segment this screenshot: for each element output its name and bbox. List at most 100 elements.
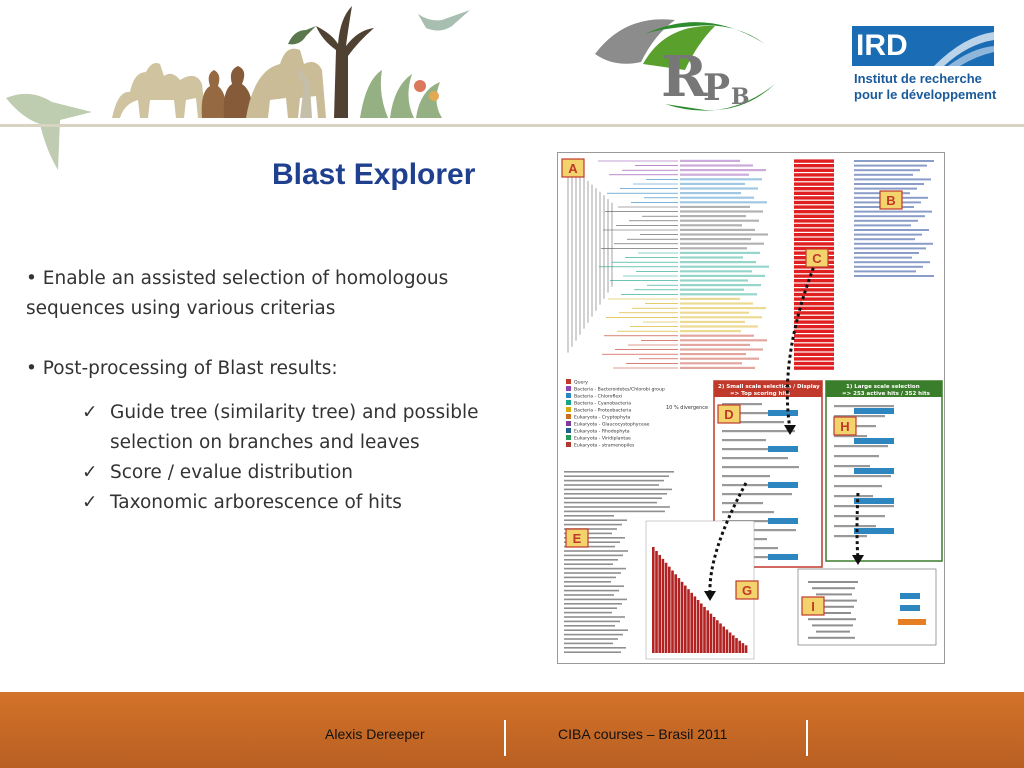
alignment-line [564, 471, 674, 473]
ird-line-1: Institut de recherche [854, 71, 982, 86]
tree-leaf-labels [680, 159, 769, 369]
leaf-label-mark [680, 228, 755, 231]
ird-swoosh-icon [934, 32, 994, 66]
legend-swatch [566, 379, 571, 384]
leaf-label-mark [680, 284, 761, 287]
score-bar [794, 173, 834, 177]
histogram-bar [674, 574, 677, 653]
legend-swatch [566, 386, 571, 391]
leaf-label-mark [680, 169, 766, 172]
hummingbird-icon [6, 93, 92, 170]
panel-label: G [742, 583, 752, 598]
small-scale-subtitle: => Top scoring hits [730, 391, 791, 397]
score-bar [794, 320, 834, 324]
description-mark [854, 247, 926, 250]
score-bar [794, 315, 834, 320]
histogram-bar [744, 645, 748, 653]
footer-separator [504, 720, 506, 756]
histogram-bar [652, 547, 655, 653]
histogram-bar [719, 623, 722, 653]
decorative-banner [6, 6, 470, 170]
score-bar [794, 182, 834, 186]
taxonomy-line [808, 599, 857, 602]
rpb-letter-p: P [703, 67, 730, 109]
large-scale-panel: 1) Large scale selection => 253 active h… [825, 380, 943, 562]
panel-button-mark [768, 518, 798, 524]
legend-swatch [566, 400, 571, 405]
leaf-label-mark [680, 164, 753, 167]
alignment-line [564, 510, 665, 513]
description-mark [854, 187, 917, 190]
histogram-bar [687, 589, 690, 653]
alignment-line [564, 576, 616, 579]
description-mark [854, 164, 927, 167]
alignment-line [564, 519, 627, 521]
taxonomy-line [812, 605, 854, 608]
legend-swatch [566, 442, 571, 447]
panel-label: E [573, 531, 582, 546]
description-mark [854, 265, 923, 268]
leaf-label-mark [680, 330, 741, 333]
panel-label: D [724, 407, 733, 422]
taxonomy-line [808, 636, 855, 639]
histogram-bar [690, 592, 693, 653]
panel-label-box [735, 580, 759, 600]
bird-icon [288, 26, 316, 45]
histogram-bar [658, 554, 661, 653]
leaf-label-mark [680, 265, 769, 268]
legend-swatch [566, 393, 571, 398]
alignment-line [564, 554, 623, 557]
leaf-label-mark [680, 205, 750, 208]
small-scale-title: 2) Small scale selection / Display [718, 384, 820, 390]
sub-bullet: ✓Taxonomic arborescence of hits [82, 488, 536, 518]
alignment-line [564, 633, 623, 636]
alignment-line [564, 528, 617, 530]
alignment-line [564, 647, 626, 649]
score-bar [794, 177, 834, 182]
panel-text-mark [722, 556, 789, 559]
footer-course: CIBA courses – Brasil 2011 [558, 726, 728, 742]
slide-body: • Enable an assisted selection of homolo… [26, 264, 536, 518]
panel-button-mark [854, 408, 894, 414]
leaf-label-mark [680, 339, 767, 342]
score-bar [794, 334, 834, 338]
leaf-label-mark [680, 178, 762, 181]
description-mark [854, 238, 915, 241]
panel-text-mark [834, 465, 870, 468]
histogram-bar [655, 550, 658, 653]
camel-icon [112, 63, 206, 118]
panel-text-mark [722, 511, 774, 514]
leaf-label-mark [680, 311, 749, 314]
check-icon: ✓ [82, 402, 98, 423]
score-bar [794, 348, 834, 352]
histogram-bar [693, 596, 697, 653]
large-scale-title: 1) Large scale selection [846, 384, 920, 390]
alignment-line [564, 493, 667, 495]
panel-label: I [811, 599, 815, 614]
score-bar [794, 242, 834, 246]
alignment-line [564, 603, 622, 605]
description-mark [854, 178, 931, 181]
panel-text-mark [834, 495, 873, 498]
leaf-label-mark [680, 288, 744, 291]
score-bar [794, 187, 834, 191]
leaf-label-mark [680, 297, 740, 300]
small-scale-panel: 2) Small scale selection / Display => To… [713, 380, 823, 568]
leaf-label-mark [680, 261, 756, 264]
panel-text-mark [834, 505, 894, 508]
leaf-label-mark [680, 238, 751, 241]
taxonomy-button [898, 619, 926, 625]
score-bar [794, 210, 834, 214]
sub-bullet-text: Taxonomic arborescence of hits [110, 492, 402, 513]
panel-text-mark [722, 484, 781, 487]
panel-label-box [561, 158, 585, 178]
legend-label: Eukaryota - stramenopiles [574, 443, 635, 449]
score-bar [794, 357, 834, 361]
panel-text-mark [722, 475, 770, 478]
panel-text-mark [722, 493, 792, 496]
description-mark [854, 242, 933, 245]
leaf-label-mark [680, 270, 752, 273]
score-bar [794, 223, 834, 228]
panel-text-mark [834, 405, 894, 408]
